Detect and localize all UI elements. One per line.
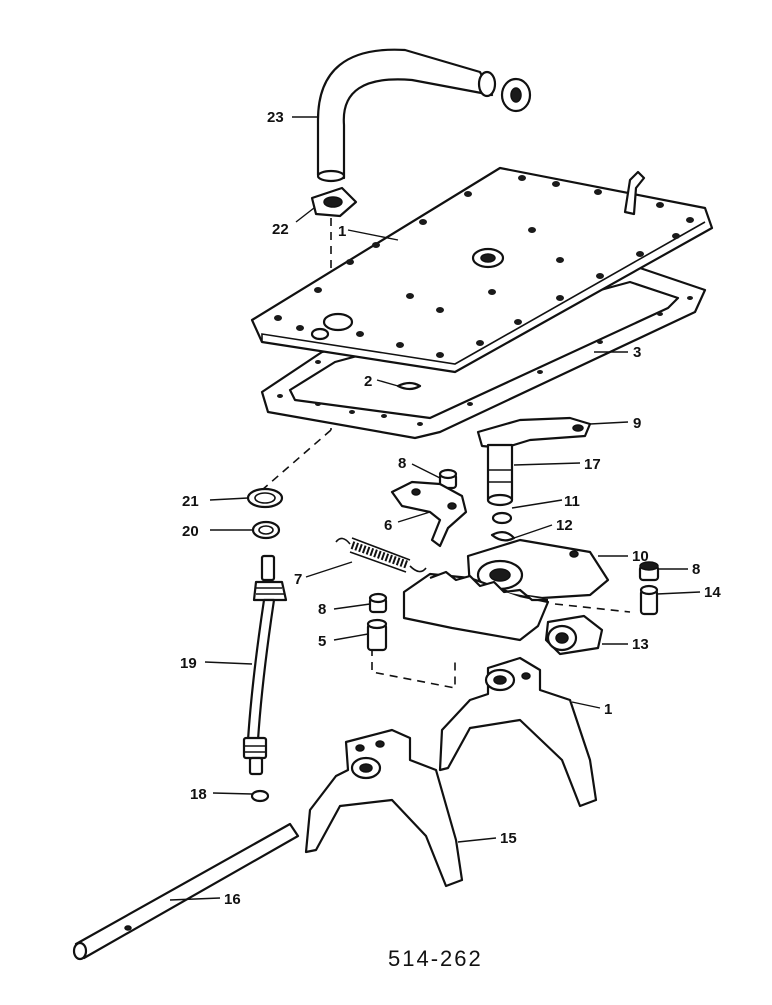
label-16: 16: [224, 891, 241, 908]
label-9: 9: [633, 415, 641, 432]
pipe-nut: [500, 77, 532, 113]
label-8-mid: 8: [318, 601, 326, 618]
plunger-right: [638, 561, 660, 582]
label-3: 3: [633, 344, 641, 361]
label-21: 21: [182, 493, 199, 510]
label-1-cover: 1: [338, 223, 346, 240]
shift-rail: [72, 822, 300, 961]
sleeve-right: [639, 584, 659, 616]
breather-pipe: [316, 48, 497, 183]
oil-pipe: [242, 554, 288, 776]
label-13: 13: [632, 636, 649, 653]
label-23: 23: [267, 109, 284, 126]
tension-spring: [335, 537, 427, 573]
label-18: 18: [190, 786, 207, 803]
label-19: 19: [180, 655, 197, 672]
shift-fork-front: [304, 728, 464, 888]
label-14-right: 14: [704, 584, 721, 601]
label-22: 22: [272, 221, 289, 238]
seal-ring: [251, 520, 281, 540]
label-11: 11: [564, 493, 580, 510]
label-2: 2: [364, 373, 372, 390]
label-1-fork: 1: [604, 701, 612, 718]
drawing-code: 514-262: [388, 946, 483, 971]
shift-fork-rear: [438, 656, 598, 808]
snap-ring: [246, 487, 284, 509]
top-cover-plate: [250, 166, 714, 374]
washer: [491, 511, 513, 525]
circlip: [490, 531, 516, 542]
pipe-flange: [310, 186, 358, 218]
cover-bolt-holes: [274, 175, 694, 358]
shift-lever-arm: [476, 416, 592, 450]
gasket-bolt-holes: [277, 296, 693, 426]
leader-lines: [169, 116, 701, 901]
part-labels: 23 22 1 3 2 9 8 17 11 12 6 21 20 7 10 8 …: [180, 109, 721, 908]
label-7: 7: [294, 571, 302, 588]
o-ring: [250, 789, 270, 803]
cam-plate: [402, 570, 550, 642]
label-8-top: 8: [398, 455, 406, 472]
label-15: 15: [500, 830, 517, 847]
label-20: 20: [182, 523, 199, 540]
detent-plate: [390, 480, 468, 548]
sleeve-mid: [366, 618, 388, 652]
label-5: 5: [318, 633, 326, 650]
lever-shaft: [486, 443, 514, 507]
label-6: 6: [384, 517, 392, 534]
small-clip: [396, 381, 422, 391]
label-12: 12: [556, 517, 573, 534]
label-17: 17: [584, 456, 601, 473]
label-10: 10: [632, 548, 649, 565]
label-8-right: 8: [692, 561, 700, 578]
plunger-mid: [368, 592, 388, 614]
shift-block: [544, 614, 604, 656]
